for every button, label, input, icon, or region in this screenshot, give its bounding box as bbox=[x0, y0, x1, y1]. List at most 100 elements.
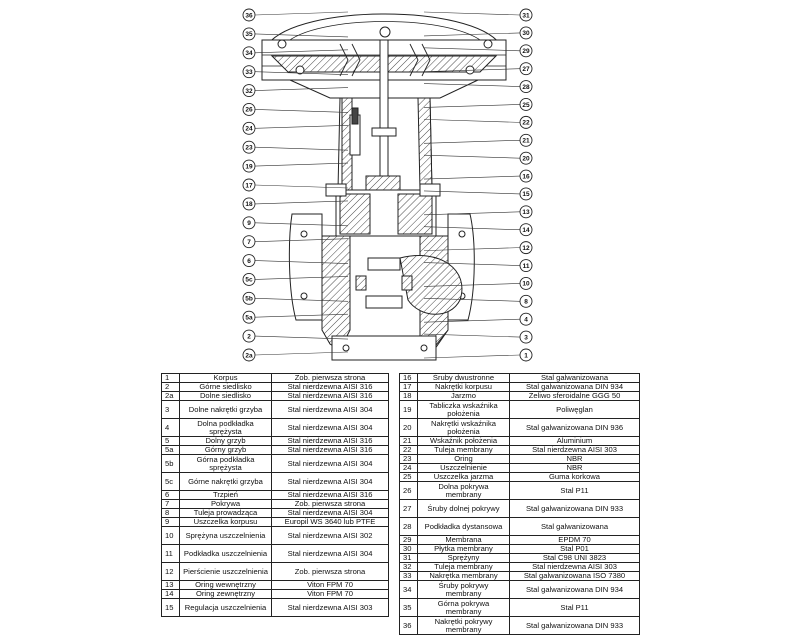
part-number: 27 bbox=[399, 499, 418, 518]
leader-line bbox=[254, 313, 349, 318]
callout-label: 6 bbox=[247, 258, 251, 265]
part-number: 10 bbox=[161, 526, 180, 545]
callout-label: 27 bbox=[522, 66, 530, 73]
callout-circle bbox=[242, 65, 256, 79]
part-number: 25 bbox=[399, 472, 418, 482]
part-name: Pierścienie uszczelnienia bbox=[179, 562, 272, 581]
part-number: 5b bbox=[161, 454, 180, 473]
leader-line bbox=[254, 351, 349, 356]
callout-circle bbox=[242, 329, 256, 343]
part-name: Nakrętki wskaźnika położenia bbox=[417, 418, 510, 437]
leader-line bbox=[423, 139, 521, 144]
leader-line bbox=[423, 318, 521, 323]
part-material: Stal nierdzewna AISI 304 bbox=[271, 472, 389, 491]
callout-label: 26 bbox=[245, 107, 253, 114]
callout-label: 25 bbox=[522, 102, 530, 109]
callout-label: 23 bbox=[245, 145, 253, 152]
callout-label: 1 bbox=[524, 352, 528, 359]
callout-circle bbox=[242, 291, 256, 305]
part-material: Stal nierdzewna AISI 304 bbox=[271, 544, 389, 563]
leader-line bbox=[423, 11, 521, 16]
leader-line bbox=[254, 33, 349, 38]
callout-circle bbox=[519, 348, 533, 362]
part-material: Stal nierdzewna AISI 304 bbox=[271, 418, 389, 437]
callout-circle bbox=[519, 259, 533, 272]
part-number: 15 bbox=[161, 598, 180, 617]
callout-circle bbox=[519, 312, 533, 326]
leader-line bbox=[423, 226, 521, 231]
callout-label: 18 bbox=[245, 201, 253, 208]
leader-line bbox=[254, 238, 349, 242]
part-number: 18 bbox=[399, 391, 418, 401]
part-number: 19 bbox=[399, 400, 418, 419]
part-name: Dolna podkładka sprężysta bbox=[179, 418, 272, 437]
part-name: Górne nakrętki grzyba bbox=[179, 472, 272, 491]
callout-circle bbox=[242, 159, 256, 173]
part-number: 33 bbox=[399, 571, 418, 581]
part-number: 34 bbox=[399, 580, 418, 599]
part-material: Stal P11 bbox=[509, 598, 640, 617]
leader-line bbox=[423, 175, 521, 180]
part-material: Stal nierdzewna AISI 304 bbox=[271, 400, 389, 419]
callout-label: 35 bbox=[245, 31, 253, 38]
callout-circle bbox=[242, 216, 256, 230]
callout-label: 33 bbox=[245, 69, 253, 76]
callout-label: 14 bbox=[522, 227, 530, 234]
part-name: Podkładka uszczelnienia bbox=[179, 544, 272, 563]
part-number: 5c bbox=[161, 472, 180, 491]
part-material: Zob. pierwsza strona bbox=[271, 562, 389, 581]
leader-line bbox=[423, 247, 521, 251]
part-name: Jarzmo bbox=[417, 391, 510, 401]
callout-label: 3 bbox=[524, 334, 528, 341]
callout-label: 31 bbox=[522, 12, 530, 19]
callout-circle bbox=[242, 102, 256, 116]
part-material: Stal galwanizowana bbox=[509, 517, 640, 536]
callout-label: 9 bbox=[247, 220, 251, 227]
callout-circle bbox=[242, 140, 256, 154]
part-material: Stal galwanizowana DIN 934 bbox=[509, 580, 640, 599]
callout-label: 12 bbox=[522, 245, 530, 252]
part-name: Śruby pokrywy membrany bbox=[417, 580, 510, 599]
callout-circle bbox=[519, 44, 533, 58]
part-name: Sprężyna uszczelnienia bbox=[179, 526, 272, 545]
callout-label: 34 bbox=[245, 50, 253, 57]
part-material: Żeliwo sferoidalne GGG 50 bbox=[509, 391, 640, 401]
leader-line bbox=[423, 83, 521, 87]
callout-circle bbox=[242, 254, 256, 268]
leader-line bbox=[254, 335, 349, 340]
leader-line bbox=[254, 71, 349, 75]
callout-label: 22 bbox=[522, 120, 530, 127]
part-number: 2a bbox=[161, 391, 180, 401]
callout-circle bbox=[242, 121, 256, 135]
callout-circle bbox=[242, 27, 256, 41]
part-material: Stal galwanizowana DIN 933 bbox=[509, 499, 640, 518]
callout-label: 30 bbox=[522, 30, 530, 37]
part-name: Uszczelka jarzma bbox=[417, 472, 510, 482]
leader-line bbox=[423, 104, 521, 108]
callout-circle bbox=[242, 272, 256, 286]
part-name: Górna pokrywa membrany bbox=[417, 598, 510, 617]
part-name: Nakrętka membrany bbox=[417, 571, 510, 581]
callout-circle bbox=[519, 62, 533, 76]
leader-line bbox=[423, 119, 521, 123]
leader-line bbox=[423, 333, 521, 338]
part-material: Stal P11 bbox=[509, 481, 640, 500]
callout-label: 20 bbox=[522, 155, 530, 162]
callout-label: 11 bbox=[523, 263, 530, 270]
leader-line bbox=[423, 32, 521, 37]
callout-circle bbox=[242, 310, 256, 324]
part-name: Górny grzyb bbox=[179, 445, 272, 455]
callout-label: 15 bbox=[522, 191, 530, 198]
